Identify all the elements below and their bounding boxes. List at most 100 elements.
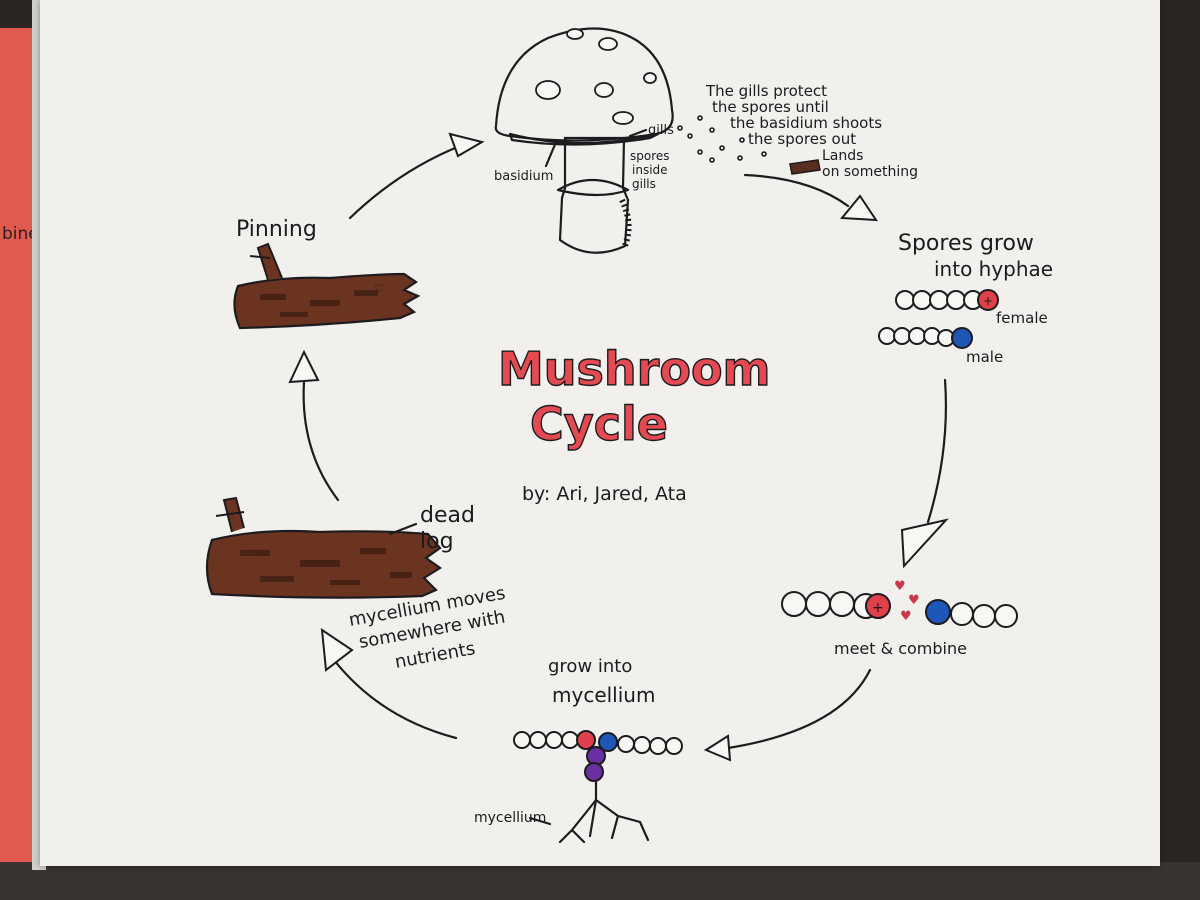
arrowhead-icon — [288, 349, 320, 384]
hypha-cell — [946, 290, 966, 310]
gills-label: gills — [648, 123, 674, 138]
hypha-cell — [529, 731, 547, 749]
mushroom-cap — [494, 27, 674, 142]
authors-credit: by: Ari, Jared, Ata — [522, 483, 687, 505]
cap-spot — [598, 37, 618, 51]
hypha-cell — [649, 737, 667, 755]
spore-dots — [677, 115, 767, 163]
male-minus-cell — [598, 732, 618, 752]
mycelium-root-label: mycellium — [474, 810, 546, 826]
gills-note-line-3: the basidium shoots — [730, 114, 882, 132]
pinning-section: Pinning ♡ — [233, 217, 421, 330]
mushroom-stem — [558, 136, 630, 254]
hypha-cell — [908, 327, 926, 345]
spores-inside-label-3: gills — [632, 177, 656, 191]
basidium-pointer — [544, 140, 558, 168]
heart-icon: ♥ — [900, 609, 912, 624]
title-line-1: Mushroom — [498, 342, 770, 396]
hypha-cell — [617, 735, 635, 753]
arrowhead-icon — [839, 194, 878, 222]
cycle-arrows — [288, 132, 949, 762]
arrowhead-icon — [320, 627, 354, 672]
mycelium-heading-1: grow into — [548, 656, 632, 677]
title-line-2: Cycle — [530, 397, 668, 451]
log-twig — [249, 255, 271, 259]
gills-note-line-4: the spores out — [748, 130, 856, 148]
dead-log-label-1: dead — [420, 503, 475, 528]
hypha-cell — [545, 731, 563, 749]
hypha-cell — [929, 290, 949, 310]
tiny-log-icon — [789, 159, 821, 175]
pinning-label: Pinning — [236, 217, 317, 242]
root-pointer — [528, 816, 552, 826]
plus-sign-icon: + — [872, 600, 884, 616]
arrow-left-side — [302, 380, 340, 502]
lands-label-2: on something — [822, 164, 918, 180]
hypha-cell — [561, 731, 579, 749]
small-heart-icon: ♡ — [374, 282, 384, 295]
hyphae-heading-1: Spores grow — [898, 231, 1034, 256]
arrow-top-right — [743, 173, 850, 208]
hypha-cell — [781, 591, 807, 617]
log-texture — [260, 290, 378, 317]
fused-purple-cell — [584, 762, 604, 782]
female-label: female — [996, 309, 1048, 327]
hypha-cell — [895, 290, 915, 310]
log-texture — [240, 548, 412, 585]
arrow-bottom-left — [332, 658, 458, 740]
hypha-cell — [972, 604, 996, 628]
arrow-right-side — [926, 378, 947, 524]
cap-spot — [535, 80, 561, 100]
mycelium-section: grow into mycellium mycellium — [474, 656, 683, 844]
heart-icon: ♥ — [894, 579, 906, 594]
hypha-cell — [513, 731, 531, 749]
hypha-cell — [665, 737, 683, 755]
hypha-cell — [633, 736, 651, 754]
male-minus-cell — [951, 327, 973, 349]
stem-shading — [619, 198, 632, 250]
combine-section: + ♥ ♥ ♥ meet & combine — [781, 579, 1018, 658]
female-plus-cell — [576, 730, 596, 750]
mushroom-illustration: gills basidium spores inside gills The g… — [494, 27, 918, 254]
mycelium-heading-2: mycellium — [552, 683, 655, 707]
table-surface — [0, 862, 1200, 900]
cap-spot — [594, 82, 614, 98]
spores-inside-label-2: inside — [632, 163, 668, 177]
red-sheet-edge-text: bine — [2, 224, 39, 244]
hyphae-section: Spores grow into hyphae + female male — [878, 231, 1053, 366]
spores-inside-label-1: spores — [630, 149, 670, 163]
arrow-top-left — [348, 144, 462, 220]
cap-spot — [643, 72, 657, 84]
male-minus-cell — [925, 599, 951, 625]
arrowhead-icon — [703, 734, 732, 762]
arrowhead-icon — [900, 518, 949, 569]
lands-label-1: Lands — [822, 148, 863, 164]
basidium-label: basidium — [494, 169, 553, 184]
gills-note-line-2: the spores until — [712, 98, 829, 116]
hypha-cell — [994, 604, 1018, 628]
gills-note-line-1: The gills protect — [705, 82, 827, 100]
dead-log-section: dead log mycellium moves somewhere with … — [205, 496, 507, 673]
mushroom-gills — [508, 132, 660, 146]
female-plus-cell — [977, 289, 999, 311]
gills-pointer — [628, 128, 648, 138]
dead-log-label-2: log — [420, 529, 454, 554]
title-block: Mushroom Cycle by: Ari, Jared, Ata — [497, 341, 771, 505]
heart-icon: ♥ — [908, 593, 920, 608]
hypha-cell — [805, 591, 831, 617]
plus-sign-icon: + — [983, 294, 993, 308]
hypha-cell — [912, 290, 932, 310]
hypha-cell — [878, 327, 896, 345]
combine-label: meet & combine — [834, 639, 967, 658]
cap-spot — [566, 28, 584, 40]
log-branch — [256, 242, 283, 281]
hypha-cell — [829, 591, 855, 617]
male-label: male — [966, 348, 1003, 366]
female-plus-cell — [865, 593, 891, 619]
hypha-cell — [950, 602, 974, 626]
dead-log-pointer — [388, 522, 418, 536]
mushroom-ring — [556, 179, 630, 197]
arrowhead-icon — [448, 132, 485, 158]
hypha-cell — [893, 327, 911, 345]
